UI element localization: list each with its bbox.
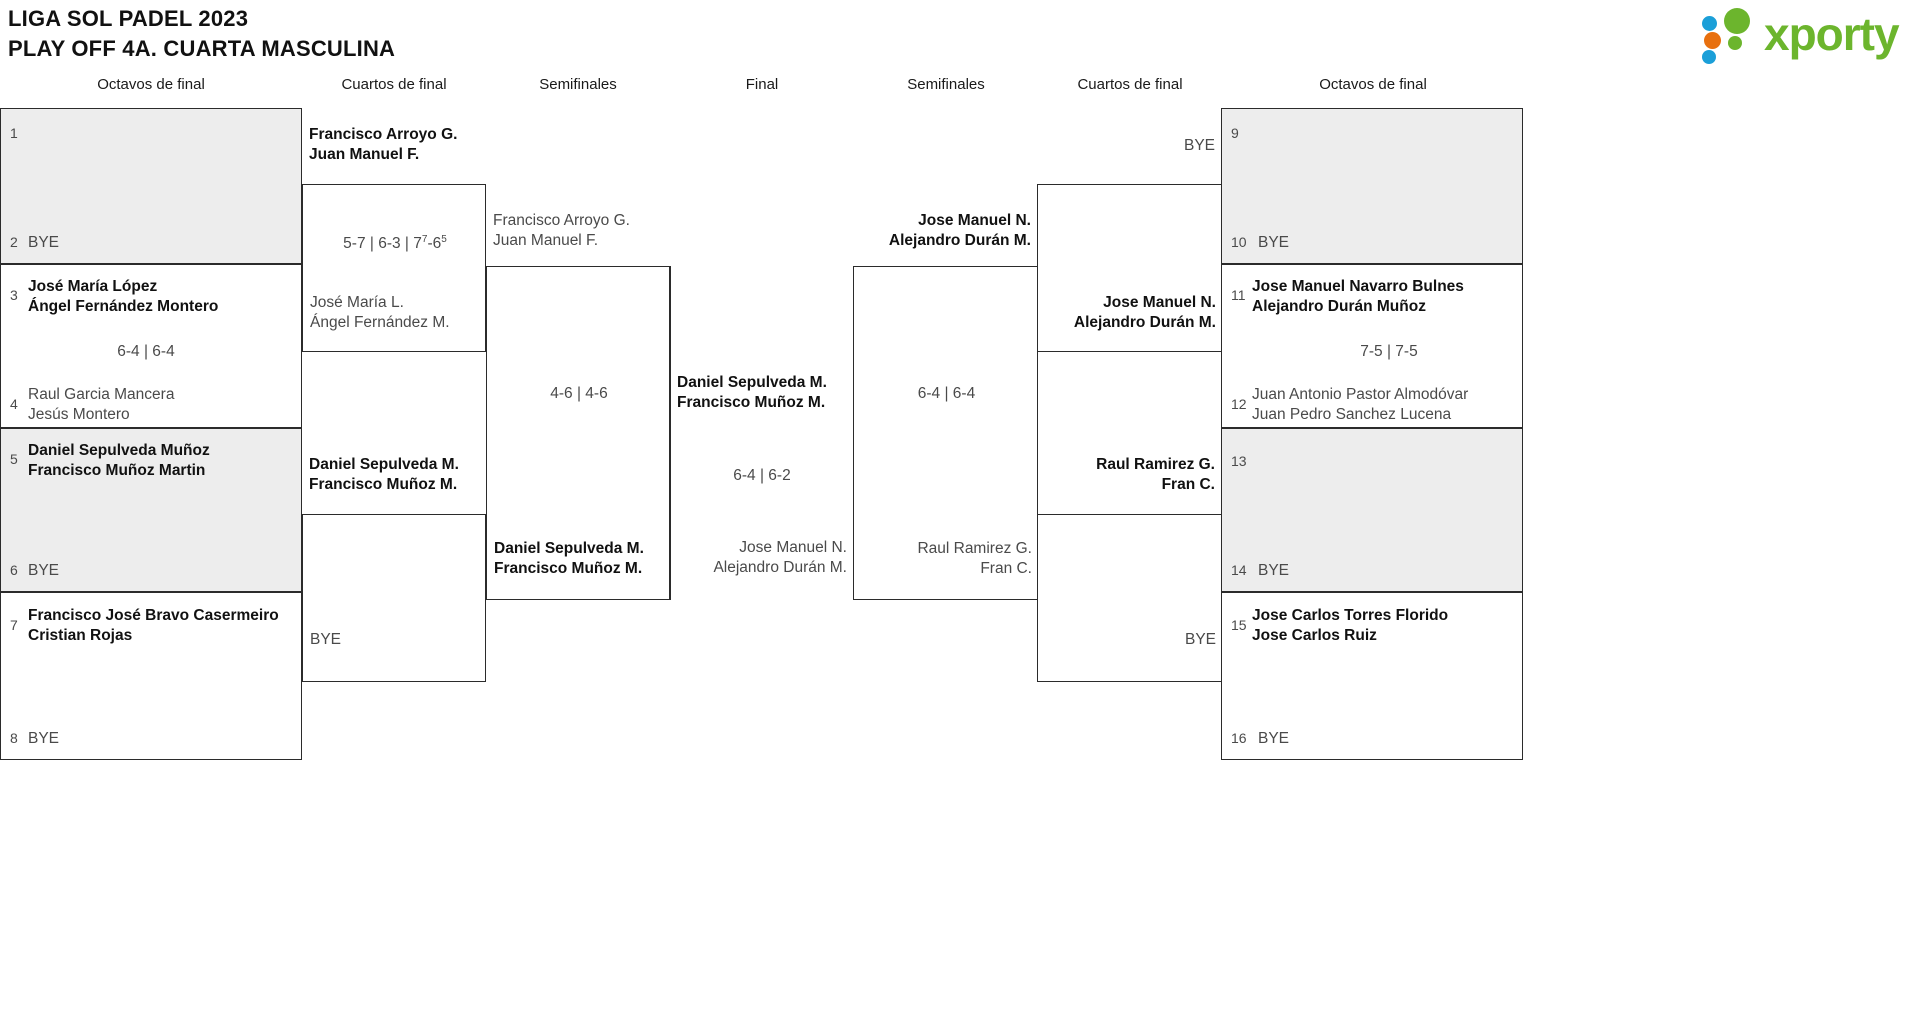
seed-number: 4 (10, 396, 18, 412)
team-name: Francisco Muñoz M. (309, 476, 458, 493)
match-box-left-octavos-2[interactable]: 3 José María López Ángel Fernández Monte… (0, 264, 302, 428)
match-score: 7-5 | 7-5 (1360, 343, 1418, 360)
team-name: Raul Ramirez G. (1096, 456, 1215, 473)
match-box-right-semis-1[interactable]: 6-4 | 6-4 Raul Ramirez G. Fran C. (853, 266, 1038, 600)
page-title: LIGA SOL PADEL 2023 PLAY OFF 4A. CUARTA … (8, 4, 395, 64)
team-name: Juan Pedro Sanchez Lucena (1252, 406, 1452, 423)
seed-number: 7 (10, 617, 18, 633)
team-name: Francisco Muñoz M. (494, 560, 643, 577)
round-header-right-cuartos: Cuartos de final (1077, 76, 1183, 93)
team-name: Jose Manuel N. (1103, 294, 1216, 311)
team-name: Francisco Muñoz Martin (28, 462, 206, 479)
team-name: BYE (28, 234, 60, 251)
tournament-name: LIGA SOL PADEL 2023 (8, 6, 249, 31)
team-name: Fran C. (1161, 476, 1215, 493)
team-name: BYE (28, 562, 60, 579)
match-score: 6-4 | 6-4 (917, 385, 976, 402)
team-name: Daniel Sepulveda M. (677, 374, 827, 391)
team-name: Francisco Arroyo G. (493, 212, 630, 229)
team-name: Jesús Montero (28, 406, 130, 423)
tournament-category: PLAY OFF 4A. CUARTA MASCULINA (8, 36, 396, 61)
team-name: BYE (310, 631, 342, 648)
seed-number: 2 (10, 234, 18, 250)
seed-number: 9 (1231, 125, 1239, 141)
team-name: Daniel Sepulveda Muñoz (28, 442, 210, 459)
round-header-left-octavos: Octavos de final (97, 76, 205, 93)
match-box-right-octavos-2[interactable]: 11 Jose Manuel Navarro Bulnes Alejandro … (1221, 264, 1523, 428)
team-name: Ángel Fernández M. (310, 314, 450, 331)
round-header-left-semis: Semifinales (539, 76, 617, 93)
seed-number: 1 (10, 125, 18, 141)
team-name: Jose Carlos Torres Florido (1252, 607, 1449, 624)
match-box-left-cuartos-1[interactable]: 5-7 | 6-3 | 77-65 José María L. Ángel Fe… (302, 184, 486, 352)
round-header-final: Final (745, 76, 779, 93)
match-box-right-octavos-3[interactable]: 13 14 BYE (1221, 428, 1523, 592)
match-box-right-octavos-4[interactable]: 15 Jose Carlos Torres Florido Jose Carlo… (1221, 592, 1523, 760)
team-name: Francisco Arroyo G. (309, 126, 458, 143)
team-name: Juan Manuel F. (493, 232, 599, 249)
team-name: José María López (28, 278, 158, 295)
team-name: Jose Carlos Ruiz (1252, 627, 1377, 644)
seed-number: 10 (1231, 234, 1247, 250)
seed-number: 15 (1231, 617, 1247, 633)
team-name: Alejandro Durán Muñoz (1252, 298, 1426, 315)
team-name: BYE (1258, 562, 1290, 579)
match-score: 6-4 | 6-2 (733, 467, 791, 484)
match-score: 6-4 | 6-4 (117, 343, 175, 360)
match-score: 5-7 | 6-3 | 77-65 (343, 234, 447, 253)
team-name: Raul Garcia Mancera (28, 386, 175, 403)
team-name: Jose Manuel Navarro Bulnes (1252, 278, 1464, 295)
team-name: Alejandro Durán M. (713, 559, 847, 576)
seed-number: 12 (1231, 396, 1247, 412)
xporty-logo: xporty (1702, 6, 1912, 64)
match-box-right-octavos-1[interactable]: 9 10 BYE (1221, 108, 1523, 264)
team-name: Juan Antonio Pastor Almodóvar (1252, 386, 1469, 403)
team-name: Raul Ramirez G. (917, 540, 1032, 557)
team-name: Ángel Fernández Montero (28, 298, 219, 315)
team-name: Francisco José Bravo Casermeiro (28, 607, 279, 624)
seed-number: 13 (1231, 453, 1247, 469)
seed-number: 6 (10, 562, 18, 578)
seed-number: 3 (10, 287, 18, 303)
match-box-left-cuartos-2[interactable]: BYE (302, 514, 486, 682)
seed-number: 16 (1231, 730, 1247, 746)
team-name: Francisco Muñoz M. (677, 394, 826, 411)
match-box-right-cuartos-2[interactable]: BYE (1037, 514, 1222, 682)
team-name: BYE (28, 730, 60, 747)
team-name: Alejandro Durán M. (1073, 314, 1216, 331)
logo-wordmark: xporty (1764, 8, 1900, 60)
seed-number: 11 (1231, 287, 1246, 303)
final-connector-left (670, 266, 671, 600)
team-name: Daniel Sepulveda M. (494, 540, 644, 557)
team-name: Daniel Sepulveda M. (309, 456, 459, 473)
round-header-right-octavos: Octavos de final (1319, 76, 1427, 93)
team-name: Cristian Rojas (28, 627, 133, 644)
match-box-left-octavos-1[interactable]: 1 BYE 2 (0, 108, 302, 264)
team-name: BYE (1184, 631, 1216, 648)
team-name: BYE (1258, 730, 1290, 747)
round-header-right-semis: Semifinales (907, 76, 985, 93)
logo-dots-icon (1702, 8, 1764, 64)
team-name: BYE (1183, 137, 1215, 154)
team-name: BYE (1258, 234, 1290, 251)
team-name: Fran C. (980, 560, 1032, 577)
seed-number: 8 (10, 730, 18, 746)
team-name: Alejandro Durán M. (888, 232, 1031, 249)
match-box-left-octavos-3[interactable]: 5 Daniel Sepulveda Muñoz Francisco Muñoz… (0, 428, 302, 592)
team-name: José María L. (310, 294, 404, 311)
seed-number: 5 (10, 451, 18, 467)
match-box-left-semis-1[interactable]: 4-6 | 4-6 Daniel Sepulveda M. Francisco … (486, 266, 670, 600)
team-name: Juan Manuel F. (309, 146, 420, 163)
match-box-right-cuartos-1[interactable]: Jose Manuel N. Alejandro Durán M. (1037, 184, 1222, 352)
match-box-left-octavos-4[interactable]: 7 Francisco José Bravo Casermeiro Cristi… (0, 592, 302, 760)
match-score: 4-6 | 4-6 (550, 385, 608, 402)
round-header-left-cuartos: Cuartos de final (341, 76, 447, 93)
team-name: Jose Manuel N. (918, 212, 1031, 229)
seed-number: 14 (1231, 562, 1247, 578)
team-name: Jose Manuel N. (739, 539, 847, 556)
